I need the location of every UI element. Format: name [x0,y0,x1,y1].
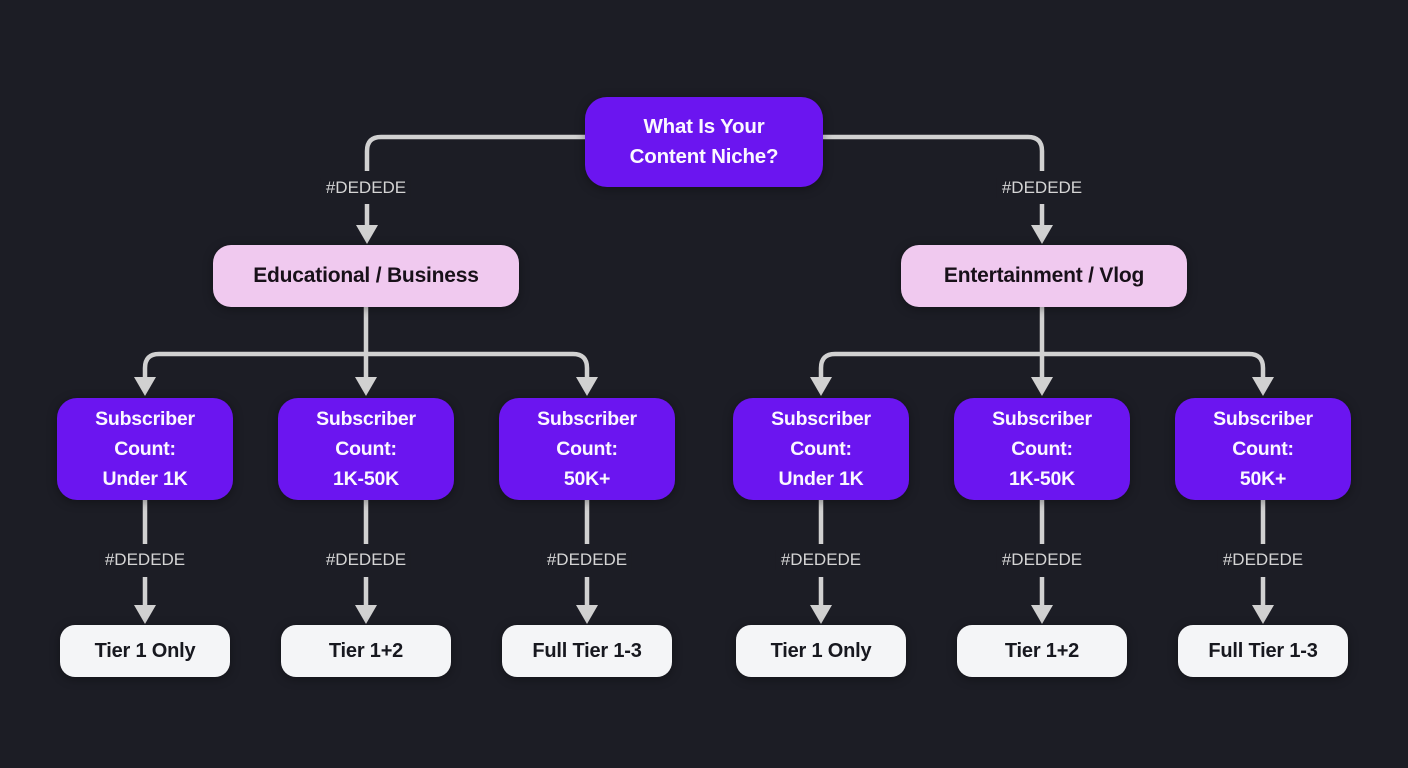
edge-label-tier-5: #DEDEDE [996,550,1088,570]
arrowhead-sub-under1k-left [134,377,156,396]
edge-root-to-educational [364,134,585,171]
tier-node-full-tier1-3-left: Full Tier 1-3 [502,625,672,677]
edge-label-entertainment: #DEDEDE [996,178,1088,198]
branch-node-educational-business: Educational / Business [213,245,519,307]
arrowhead-entertainment [1031,225,1053,244]
subscriber-node-1k-50k-right: Subscriber Count: 1K-50K [954,398,1130,500]
edge-label-tier-4: #DEDEDE [775,550,867,570]
branch-node-entertainment-vlog: Entertainment / Vlog [901,245,1187,307]
tier-node-tier1-only-right: Tier 1 Only [736,625,906,677]
arrowhead-sub-50k-right [1252,377,1274,396]
arrowhead-tier-6 [1252,605,1274,624]
arrowhead-sub-50k-left [576,377,598,396]
tier-node-tier1-2-left: Tier 1+2 [281,625,451,677]
root-node: What Is Your Content Niche? [585,97,823,187]
tier-node-tier1-2-right: Tier 1+2 [957,625,1127,677]
subscriber-node-1k-50k-left: Subscriber Count: 1K-50K [278,398,454,500]
edge-label-tier-3: #DEDEDE [541,550,633,570]
arrowhead-sub-under1k-right [810,377,832,396]
subscriber-node-under-1k-left: Subscriber Count: Under 1K [57,398,233,500]
tier-node-full-tier1-3-right: Full Tier 1-3 [1178,625,1348,677]
arrowhead-tier-4 [810,605,832,624]
arrowhead-tier-3 [576,605,598,624]
edge-label-tier-6: #DEDEDE [1217,550,1309,570]
subscriber-node-50k-plus-right: Subscriber Count: 50K+ [1175,398,1351,500]
edge-root-to-entertainment [823,134,1045,171]
tier-node-tier1-only-left: Tier 1 Only [60,625,230,677]
edge-label-tier-1: #DEDEDE [99,550,191,570]
arrowhead-tier-2 [355,605,377,624]
arrowhead-sub-1k50k-right [1031,377,1053,396]
arrowhead-sub-1k50k-left [355,377,377,396]
edge-label-educational: #DEDEDE [320,178,412,198]
arrowhead-tier-1 [134,605,156,624]
edge-label-tier-2: #DEDEDE [320,550,412,570]
subscriber-node-under-1k-right: Subscriber Count: Under 1K [733,398,909,500]
arrowhead-educational [356,225,378,244]
subscriber-node-50k-plus-left: Subscriber Count: 50K+ [499,398,675,500]
arrowhead-tier-5 [1031,605,1053,624]
